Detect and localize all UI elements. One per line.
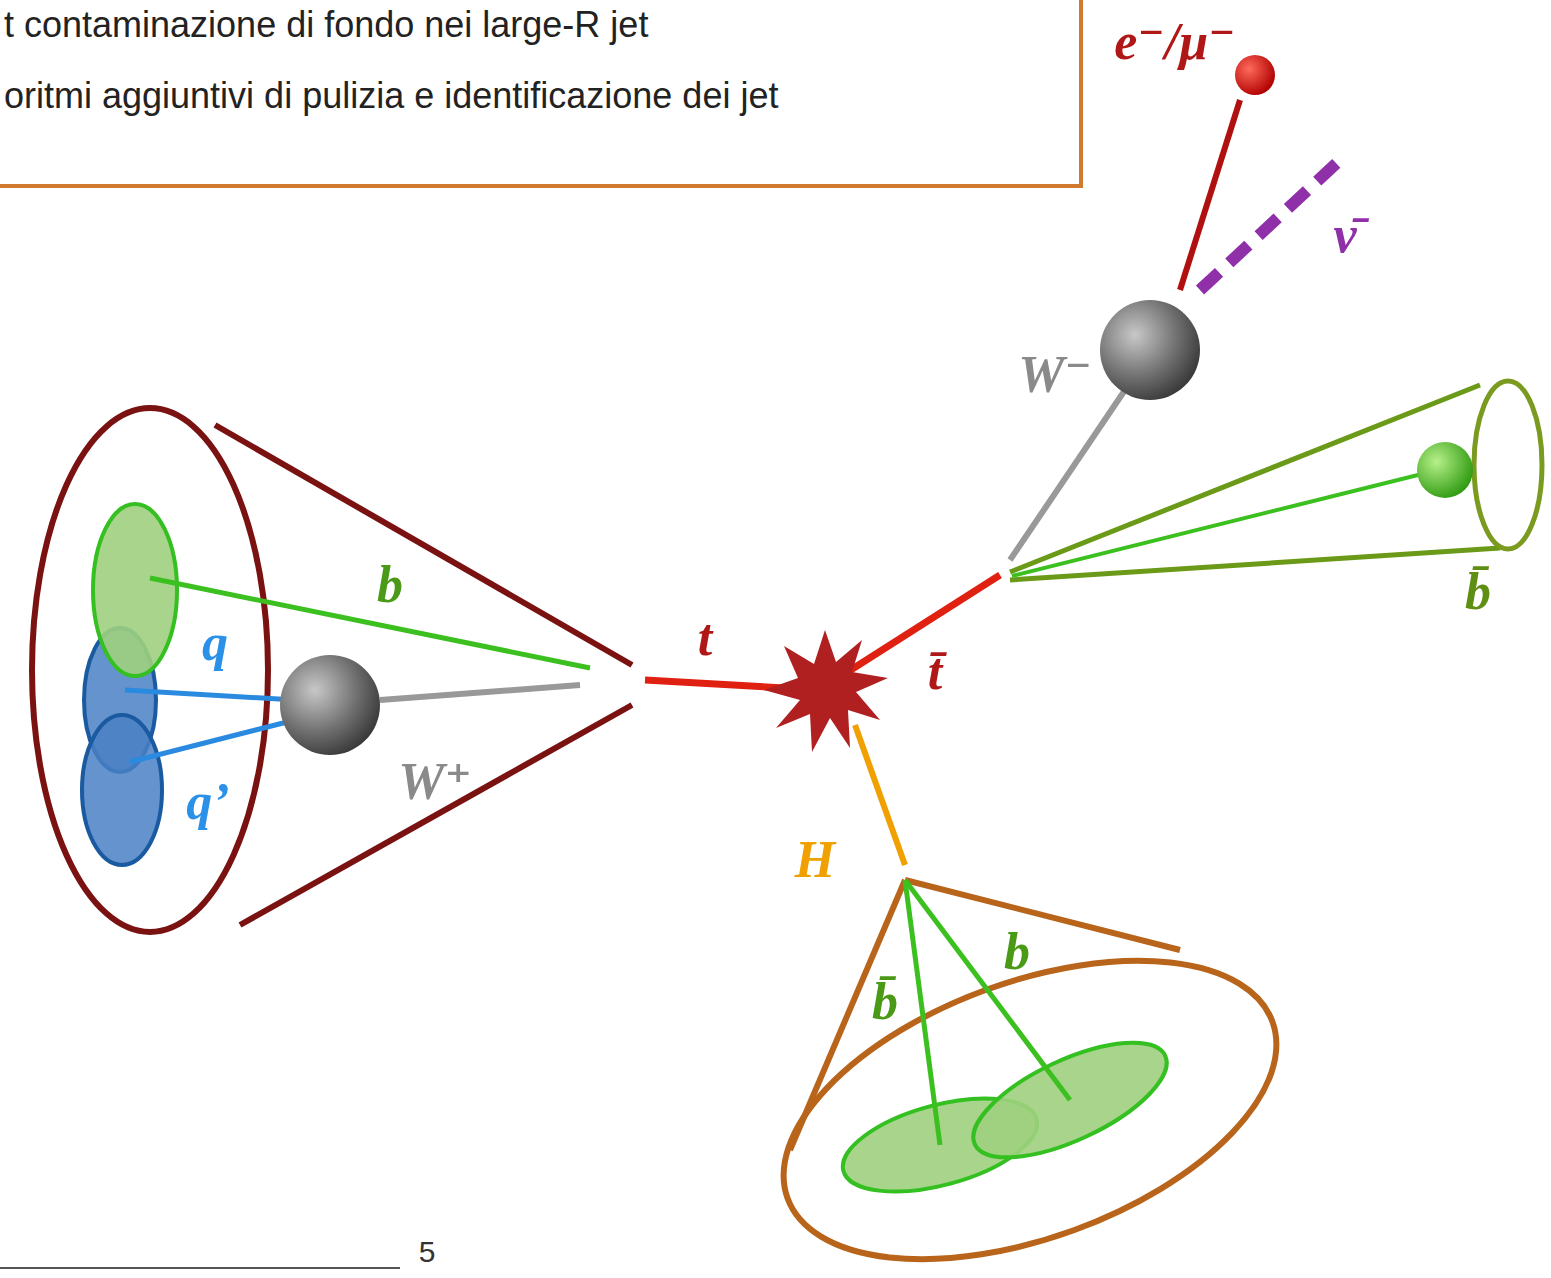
bbar-jet-cone	[1010, 381, 1542, 580]
note-line: oritmi aggiuntivi di pulizia e identific…	[4, 75, 1069, 116]
higgs-line	[855, 725, 905, 865]
particle-label: b̄	[872, 976, 898, 1028]
antitop-line	[835, 575, 1000, 680]
particle-label: e⁻/μ⁻	[1114, 16, 1235, 68]
higgs-jet-cone	[744, 880, 1316, 1278]
particle-label: W⁺	[398, 756, 472, 808]
note-line: t contaminazione di fondo nei large-R je…	[4, 4, 1069, 45]
particle-label: H	[795, 834, 835, 886]
particle-label: q	[202, 617, 228, 669]
particle-label: t̄	[928, 646, 942, 698]
page-number: 5	[419, 1237, 436, 1267]
footer-rule	[0, 1267, 400, 1269]
vertex-star	[764, 630, 888, 752]
particle-label: q’	[186, 776, 229, 828]
particle-label: W⁻	[1018, 349, 1092, 401]
particle-label: b	[377, 559, 403, 611]
particle-label: t	[698, 612, 712, 664]
particle-label: ν̄	[1333, 209, 1356, 261]
particle-label: b̄	[1465, 566, 1491, 618]
note-box: t contaminazione di fondo nei large-R je…	[0, 0, 1083, 188]
particle-label: b	[1004, 926, 1030, 978]
top-jet-cone	[32, 408, 632, 932]
